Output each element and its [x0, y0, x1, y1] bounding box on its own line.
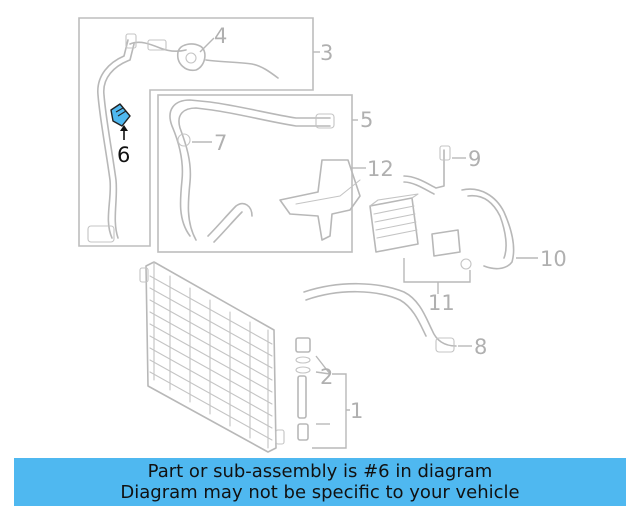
callout-7: 7 [214, 131, 227, 155]
callout-1: 1 [350, 399, 363, 423]
callout-6: 6 [117, 143, 130, 167]
part-6-sensor [110, 103, 131, 140]
part-1-2-cartridge [295, 337, 350, 449]
frame-3 [78, 17, 314, 247]
callout-12: 12 [367, 157, 394, 181]
part-10-hose [461, 188, 538, 270]
part-8-hose [303, 282, 472, 353]
hose-assembly-5 [169, 99, 335, 243]
callout-11: 11 [428, 291, 455, 315]
callout-4: 4 [214, 24, 227, 48]
part-11-drier [369, 193, 472, 294]
callout-5: 5 [360, 108, 373, 132]
callout-10: 10 [540, 247, 567, 271]
info-banner: Part or sub-assembly is #6 in diagram Di… [14, 458, 626, 506]
part-12-bracket [279, 159, 366, 241]
part-4-valve [176, 37, 215, 72]
banner-line-1: Part or sub-assembly is #6 in diagram [147, 461, 493, 482]
condenser [139, 261, 285, 453]
callout-8: 8 [474, 335, 487, 359]
callout-9: 9 [468, 147, 481, 171]
part-9-hose [403, 145, 466, 195]
callout-2: 2 [320, 365, 333, 389]
banner-line-2: Diagram may not be specific to your vehi… [120, 482, 520, 503]
callout-3: 3 [320, 41, 333, 65]
